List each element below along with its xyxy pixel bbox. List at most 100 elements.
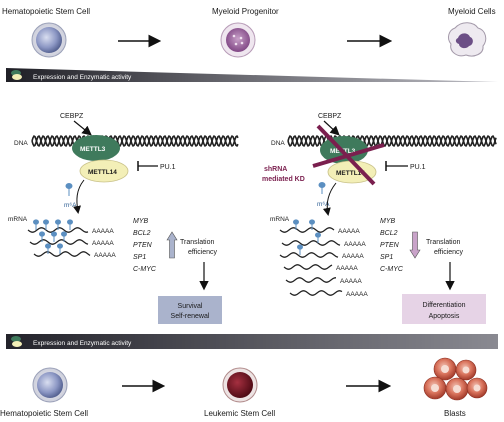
left-m6a: m⁶A <box>64 202 77 209</box>
right-m6a-mark <box>318 182 326 194</box>
right-mettl14: METTL14 <box>336 170 365 177</box>
left-m6a-pin <box>57 243 63 249</box>
left-mettl14: METTL14 <box>88 169 117 176</box>
right-outcome-box <box>402 294 486 324</box>
left-mrna-label: mRNA <box>8 216 28 223</box>
left-gene-4: SP1 <box>133 254 146 261</box>
right-polya-1: AAAAA <box>338 228 360 235</box>
bottom-hsc-cell <box>32 367 68 403</box>
left-dna-strand-b <box>31 134 239 148</box>
right-mrna-strand <box>281 240 341 246</box>
left-panel: CEBPZ DNA METTL3 METTL14 PU.1 m⁶A mRNA A… <box>8 113 239 324</box>
right-mrna-strand <box>283 264 333 270</box>
left-gene-1: MYB <box>133 218 149 225</box>
right-m6a-pin <box>309 219 315 225</box>
right-mrna-label: mRNA <box>270 216 290 223</box>
right-gene-3: PTEN <box>380 242 400 249</box>
right-m6a-pin <box>315 232 321 238</box>
right-shrna-2: mediated KD <box>262 176 305 183</box>
left-translation-2: efficiency <box>188 249 218 256</box>
band-top-icon <box>11 70 22 80</box>
right-gene-5: C-MYC <box>380 266 404 273</box>
right-mrna-strand <box>289 290 343 296</box>
left-m6a-pin <box>61 231 67 237</box>
right-m6a-pin <box>293 219 299 225</box>
right-polya-5: AAAAA <box>340 278 362 285</box>
top-myeloid-cell <box>447 22 487 57</box>
right-down-arrow-icon <box>409 231 421 259</box>
top-progenitor-cell <box>220 22 256 58</box>
right-translation-1: Translation <box>426 239 460 246</box>
left-gene-3: PTEN <box>133 242 153 249</box>
right-gene-4: SP1 <box>380 254 393 261</box>
right-dna-strand-a <box>287 134 497 148</box>
right-polya-2: AAAAA <box>344 241 366 248</box>
left-mrna-group <box>27 219 91 257</box>
left-up-arrow <box>166 231 178 259</box>
band-bottom <box>6 334 498 349</box>
left-m6a-pin <box>39 231 45 237</box>
left-m6a-pin <box>51 231 57 237</box>
right-mettl-to-mrna-arrow <box>322 182 337 216</box>
left-mettl3-blob <box>72 135 120 161</box>
left-m6a-pin <box>67 219 73 225</box>
right-gene-1: MYB <box>380 218 396 225</box>
band-top-wedge <box>6 68 498 82</box>
left-polya-2: AAAAA <box>92 240 114 247</box>
left-mettl3: METTL3 <box>80 146 106 153</box>
right-cebpz: CEBPZ <box>318 113 342 120</box>
left-polya-3: AAAAA <box>94 252 116 259</box>
bottom-hsc-label: Hematopoietic Stem Cell <box>0 409 88 418</box>
right-polya-6: AAAAA <box>346 291 368 298</box>
top-hsc-cell <box>31 22 67 58</box>
left-outcome-1: Survival <box>178 303 203 310</box>
right-polya-3: AAAAA <box>342 253 364 260</box>
bottom-blasts-cluster <box>423 357 488 401</box>
right-mrna-strand <box>279 227 335 233</box>
right-m6a-pin <box>297 244 303 250</box>
left-dna-label: DNA <box>14 140 28 147</box>
left-cebpz-arrow <box>73 120 92 136</box>
right-cebpz-arrow <box>323 120 340 136</box>
left-m6a-pin <box>55 219 61 225</box>
left-gene-2: BCL2 <box>133 230 151 237</box>
right-gene-2: BCL2 <box>380 230 398 237</box>
band-top-label: Expression and Enzymatic activity <box>33 74 132 81</box>
left-translation-1: Translation <box>180 239 214 246</box>
right-polya-4: AAAAA <box>336 265 358 272</box>
bottom-lsc-label: Leukemic Stem Cell <box>204 409 275 418</box>
left-mrna-strand <box>29 239 89 245</box>
left-gene-5: C-MYC <box>133 266 157 273</box>
right-mrna-group <box>279 219 343 296</box>
left-pu1: PU.1 <box>160 164 176 171</box>
top-myeloid-label: Myeloid Cells <box>448 7 496 16</box>
left-outcome-box <box>158 296 222 324</box>
top-hsc-label: Hematopoietic Stem Cell <box>2 7 90 16</box>
left-m6a-pin <box>43 219 49 225</box>
left-mettl14-blob <box>79 159 129 183</box>
left-m6a-pin <box>45 243 51 249</box>
left-m6a-mark <box>65 183 73 196</box>
right-mrna-strand <box>279 252 339 258</box>
left-m6a-pin <box>33 219 39 225</box>
right-panel: CEBPZ DNA METTL3 METTL14 shRNA mediated … <box>262 113 497 324</box>
bottom-lsc-cell <box>222 367 258 403</box>
left-mrna-strand <box>33 251 91 257</box>
band-bottom-icon <box>11 336 22 347</box>
left-mettl-to-mrna-arrow <box>73 179 85 214</box>
right-shrna-1: shRNA <box>264 166 287 173</box>
right-outcome-2: Apoptosis <box>429 313 460 320</box>
left-outcome-2: Self-renewal <box>171 313 210 320</box>
left-dna-strand-a <box>31 134 239 148</box>
right-kd-cross-b <box>312 143 385 168</box>
left-cebpz: CEBPZ <box>60 113 84 120</box>
top-progenitor-label: Myeloid Progenitor <box>212 7 279 16</box>
right-mrna-strand <box>285 277 336 283</box>
right-translation-2: efficiency <box>434 249 464 256</box>
right-pu1: PU.1 <box>410 164 426 171</box>
bottom-blasts-label: Blasts <box>444 409 466 418</box>
left-polya-1: AAAAA <box>92 228 114 235</box>
right-m6a: m⁶A <box>317 201 330 208</box>
right-outcome-1: Differentiation <box>422 302 465 309</box>
